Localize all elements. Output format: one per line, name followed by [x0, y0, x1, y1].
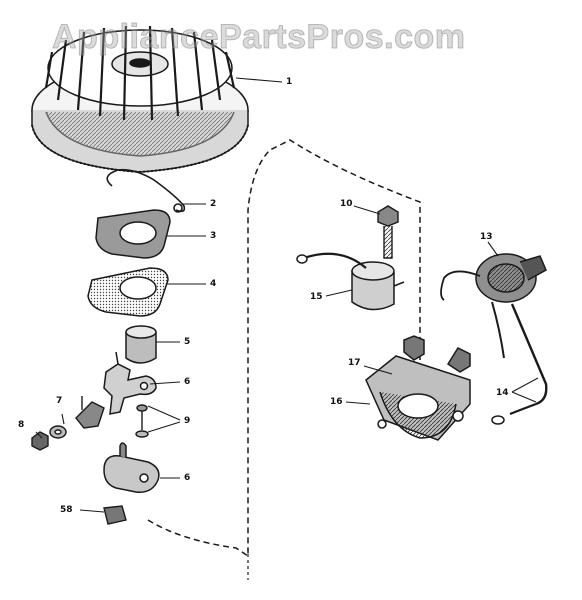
callout-coil: 13: [480, 232, 493, 242]
base-plate: [103, 442, 160, 493]
callout-screw-set: 9: [184, 416, 191, 426]
screw: [377, 205, 399, 259]
callout-screw: 10: [340, 199, 353, 209]
condenser: [296, 252, 405, 311]
washer: [49, 425, 67, 439]
callout-stator-pin: 17: [348, 358, 361, 368]
nut: [31, 431, 49, 451]
callout-bushing: 5: [184, 337, 191, 347]
stator: [365, 335, 471, 441]
callout-washer: 7: [56, 396, 63, 406]
clip: [103, 505, 127, 525]
gasket-lower: [87, 267, 169, 317]
callout-base-plate: 6: [184, 473, 191, 483]
callout-spring: 2: [210, 199, 217, 209]
screw-set: [135, 404, 149, 438]
callout-nut: 8: [18, 420, 25, 430]
callout-stator: 16: [330, 397, 343, 407]
group-boundary: [147, 139, 421, 558]
callout-wire-leads: 14: [496, 388, 509, 398]
spring-clip: [106, 168, 186, 213]
leader-lines: [35, 77, 539, 513]
coil: [440, 253, 548, 425]
bracket: [103, 351, 157, 415]
callout-flywheel: 1: [286, 77, 293, 87]
callout-condenser: 15: [310, 292, 323, 302]
gasket-upper: [95, 209, 171, 259]
bushing: [125, 325, 157, 364]
terminal-screw: [75, 396, 105, 429]
callout-clip: 58: [60, 505, 73, 515]
flywheel: [31, 25, 249, 174]
callout-bracket: 6: [184, 377, 191, 387]
callout-gasket-upper: 3: [210, 231, 217, 241]
callout-gasket-lower: 4: [210, 279, 217, 289]
